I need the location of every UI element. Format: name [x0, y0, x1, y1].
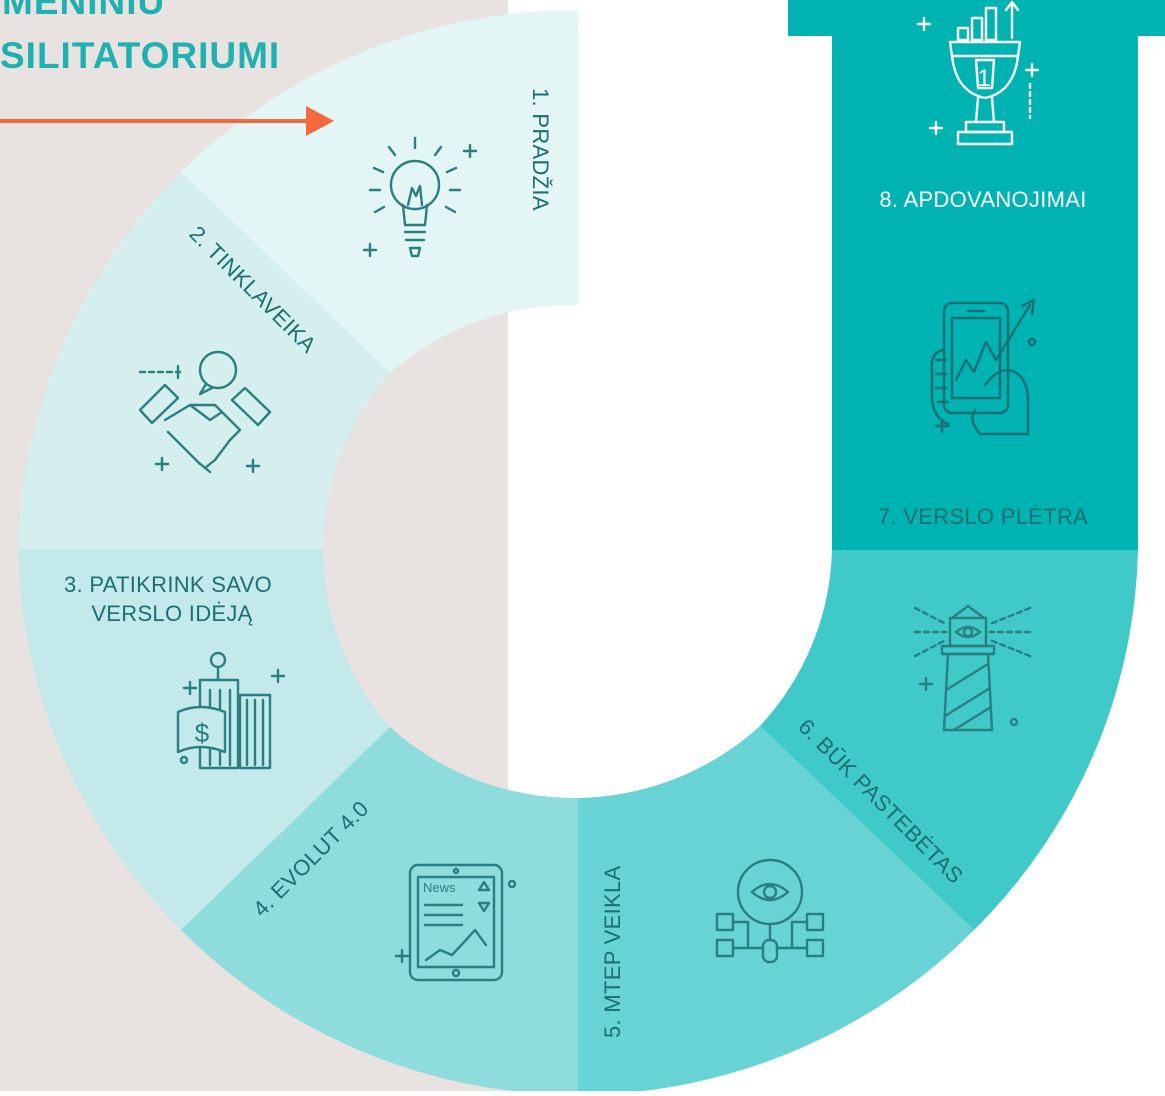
segment-step-6 [760, 550, 1138, 930]
segment-step-2 [18, 172, 390, 550]
trophy-icon: 1 [916, 0, 1040, 146]
title-line-1: MENINIU [2, 0, 165, 22]
step-1-label: 1. PRADŽIA [528, 88, 553, 211]
step-7-label: 7. VERSLO PLĖTRA [878, 504, 1088, 529]
phone-growth-icon [930, 298, 1037, 436]
step-3-label-line-2: VERSLO IDĖJĄ [91, 601, 252, 626]
step-3-label-line-1: 3. PATIKRINK SAVO [64, 572, 272, 597]
lightbulb-icon [362, 136, 478, 258]
segment-step-1 [181, 9, 578, 373]
news-tablet-icon: News [394, 863, 517, 982]
segment-step-4 [181, 727, 578, 1091]
segment-step-7-8-arrow [788, 0, 1165, 550]
start-arrow-head [306, 106, 334, 136]
title-line-2: SILITATORIUMI [0, 35, 280, 76]
svg-text:$: $ [195, 718, 210, 748]
handshake-icon [138, 350, 272, 474]
segment-step-5 [578, 726, 974, 1095]
step-5-label: 5. MTEP VEIKLA [600, 865, 625, 1038]
step-8-label: 8. APDOVANOJIMAI [879, 187, 1086, 212]
city-money-icon: $ [176, 651, 286, 770]
lighthouse-icon [913, 604, 1032, 732]
eye-network-icon [715, 858, 825, 964]
svg-text:1: 1 [977, 65, 990, 92]
news-icon-text: News [423, 880, 456, 895]
